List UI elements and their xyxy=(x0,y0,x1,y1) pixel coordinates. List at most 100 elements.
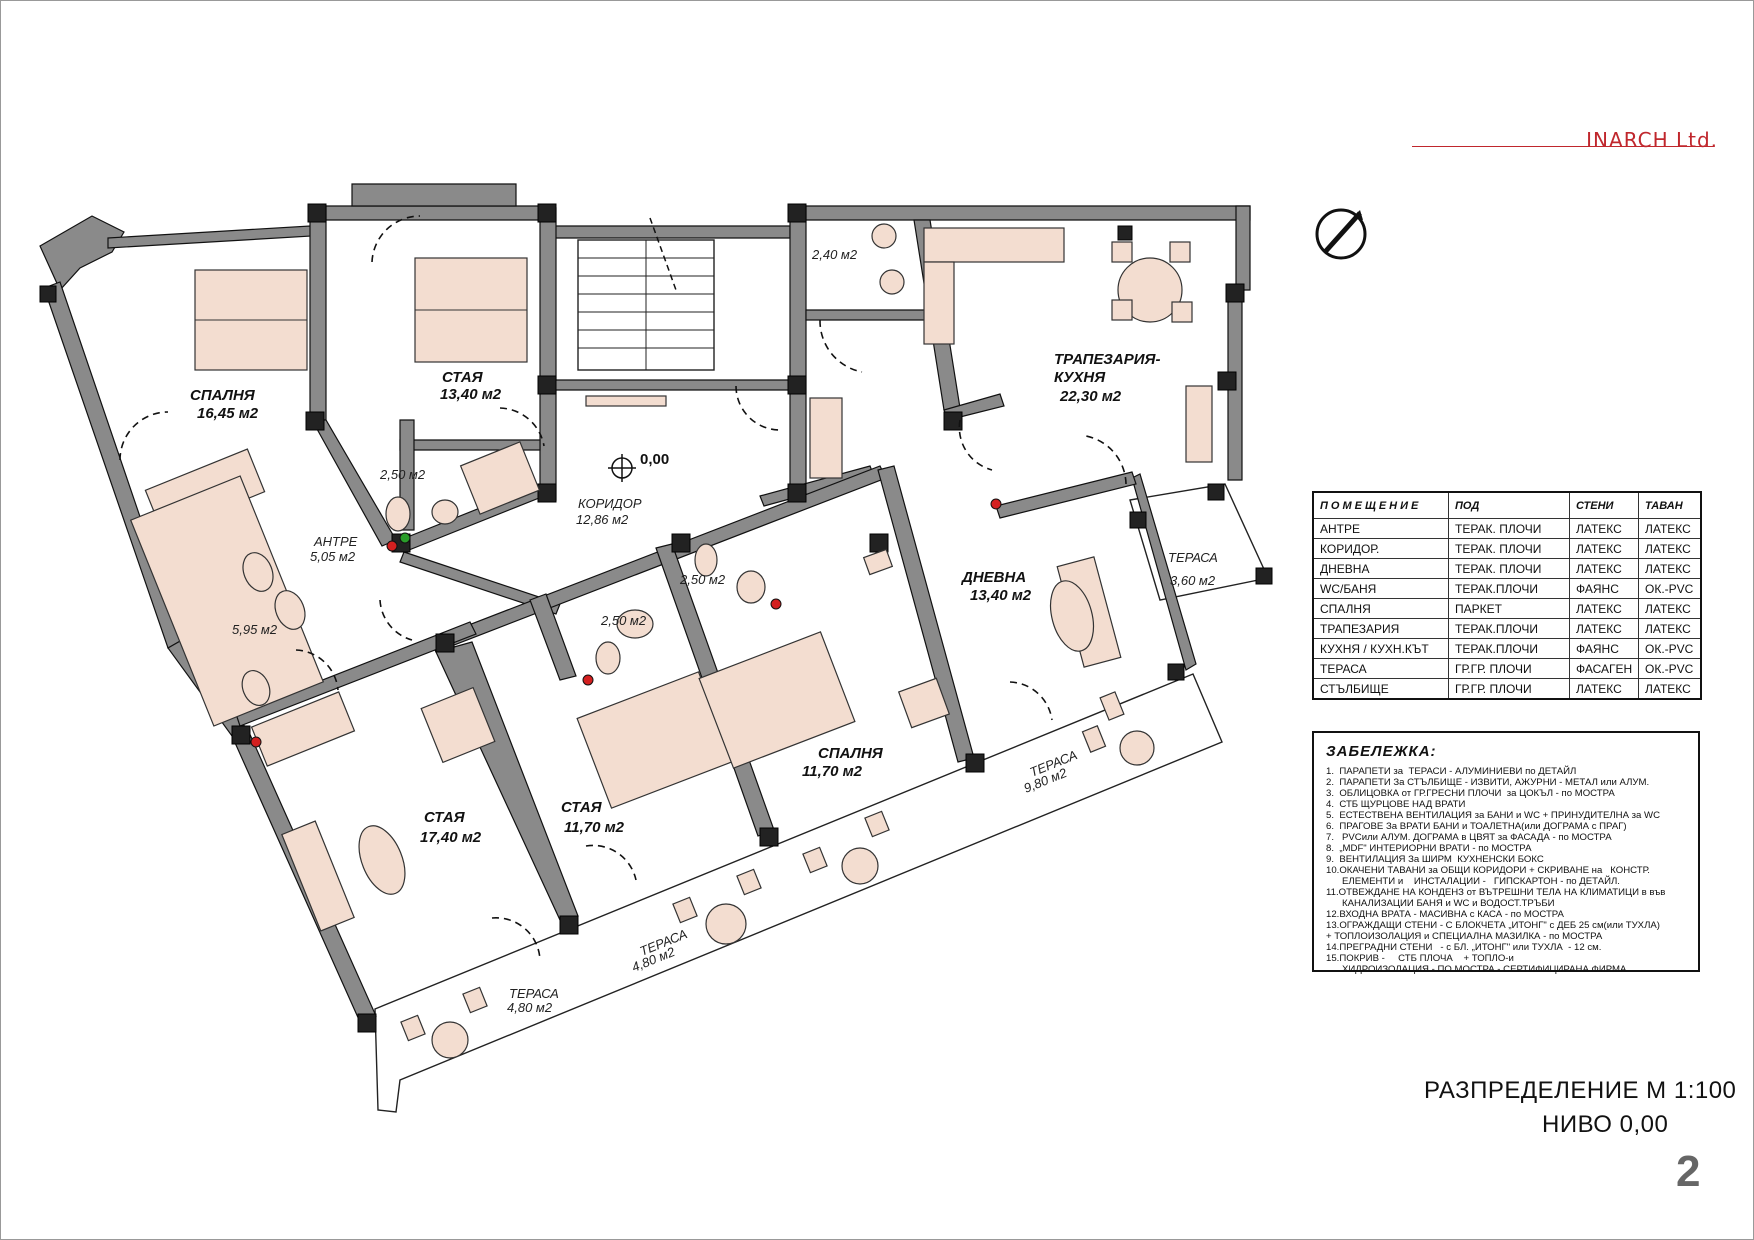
notes-title: ЗАБЕЛЕЖКА: xyxy=(1326,743,1437,760)
finish-table-cell: ЛАТЕКС xyxy=(1638,618,1702,639)
finish-table-cell: ЛАТЕКС xyxy=(1638,678,1702,700)
finish-table-cell: ОК.-PVC xyxy=(1638,578,1702,599)
room-label-trapezaria-name: ТРАПЕЗАРИЯ- xyxy=(1054,351,1160,368)
north-arrow-icon xyxy=(1315,208,1367,260)
finish-table-cell: ЛАТЕКС xyxy=(1638,518,1702,539)
finish-table-cell: ЛАТЕКС xyxy=(1569,618,1639,639)
level-marker-value: 0,00 xyxy=(640,451,669,468)
staircase xyxy=(577,217,715,371)
finish-table-cell: ФАЯНС xyxy=(1569,578,1639,599)
finish-table-header: СТЕНИ xyxy=(1569,491,1639,519)
finish-table-cell: ЛАТЕКС xyxy=(1569,678,1639,700)
room-label-terasa4-name: ТЕРАСА xyxy=(509,986,559,1001)
note-item: 15.ПОКРИВ - СТБ ПЛОЧА + ТОПЛО-и xyxy=(1326,953,1514,964)
room-label-antre-name: АНТРЕ xyxy=(313,534,358,549)
room-label-spalnya2-name: СПАЛНЯ xyxy=(818,745,884,762)
finish-table-cell: КОРИДОР. xyxy=(1312,538,1449,559)
room-label-trapezaria-name2: КУХНЯ xyxy=(1054,369,1106,386)
note-item: 8. „MDF" ИНТЕРИОРНИ ВРАТИ - по МОСТРА xyxy=(1326,843,1532,854)
finish-table-cell: ДНЕВНА xyxy=(1312,558,1449,579)
finish-table-cell: ТЕРАК. ПЛОЧИ xyxy=(1448,558,1570,579)
finish-table-cell: ЛАТЕКС xyxy=(1638,538,1702,559)
finish-table-cell: СТЪЛБИЩЕ xyxy=(1312,678,1449,700)
note-item: 12.ВХОДНА ВРАТА - МАСИВНА с КАСА - по МО… xyxy=(1326,909,1564,920)
note-item: 9. ВЕНТИЛАЦИЯ За ШИРМ КУХНЕНСКИ БОКС xyxy=(1326,854,1544,865)
note-item: 1. ПАРАПЕТИ за ТЕРАСИ - АЛУМИНИЕВИ по ДЕ… xyxy=(1326,766,1577,777)
installation-markers xyxy=(250,498,1002,748)
finish-table-cell: ЛАТЕКС xyxy=(1638,558,1702,579)
room-label-wc1-area: 2,40 м2 xyxy=(811,247,858,262)
room-label-wc3-area: 2,50 м2 xyxy=(600,613,647,628)
finish-table-cell: ЛАТЕКС xyxy=(1569,558,1639,579)
terrace-furniture xyxy=(400,691,1155,1059)
finish-table-cell: ТЕРАК.ПЛОЧИ xyxy=(1448,638,1570,659)
room-label-terasa1-area: 3,60 м2 xyxy=(1170,573,1216,588)
finish-table-cell: ОК.-PVC xyxy=(1638,638,1702,659)
finish-table-header: ПОД xyxy=(1448,491,1570,519)
finish-table-cell: ФАЯНС xyxy=(1569,638,1639,659)
note-item: 3. ОБЛИЦОВКА от ГР.ГРЕСНИ ПЛОЧИ за ЦОКЪЛ… xyxy=(1326,788,1615,799)
logo-underline xyxy=(1412,146,1714,147)
note-item: 10.ОКАЧЕНИ ТАВАНИ за ОБЩИ КОРИДОРИ + СКР… xyxy=(1326,865,1650,876)
finish-table-header: ПОМЕЩЕНИЕ xyxy=(1312,491,1449,519)
room-label-bath2-area: 2,50 м2 xyxy=(379,467,426,482)
note-item: 7. PVCили АЛУМ. ДОГРАМА в ЦВЯТ за ФАСАДА… xyxy=(1326,832,1612,843)
finish-table-cell: ЛАТЕКС xyxy=(1569,538,1639,559)
columns xyxy=(39,203,1273,1033)
finish-table-cell: ТЕРАК. ПЛОЧИ xyxy=(1448,518,1570,539)
note-item: 5. ЕСТЕСТВЕНА ВЕНТИЛАЦИЯ за БАНИ и WC + … xyxy=(1326,810,1661,821)
finish-table-cell: ТЕРАК. ПЛОЧИ xyxy=(1448,538,1570,559)
door-swings xyxy=(119,215,1127,961)
finish-table-cell: ТРАПЕЗАРИЯ xyxy=(1312,618,1449,639)
room-label-dnevna-name: ДНЕВНА xyxy=(960,569,1026,586)
finish-table-cell: АНТРЕ xyxy=(1312,518,1449,539)
finish-table-header-row: ПОМЕЩЕНИЕ ПОД СТЕНИ ТАВАН xyxy=(1312,491,1702,519)
room-label-koridor-area: 12,86 м2 xyxy=(576,512,629,527)
sanitary-fixtures xyxy=(129,223,905,727)
terrace-south xyxy=(374,673,1223,1113)
finish-table-cell: СПАЛНЯ xyxy=(1312,598,1449,619)
furniture xyxy=(144,227,1213,932)
room-label-dnevna-area: 13,40 м2 xyxy=(970,587,1032,604)
finish-table-header: ТАВАН xyxy=(1638,491,1702,519)
finish-table-cell: ТЕРАСА xyxy=(1312,658,1449,679)
note-item: ЕЛЕМЕНТИ и ИНСТАЛАЦИИ - ГИПСКАРТОН - по … xyxy=(1326,876,1620,887)
room-label-staya2-area: 11,70 м2 xyxy=(564,819,625,836)
finish-table-cell: ФАСАГЕН xyxy=(1569,658,1639,679)
room-label-spalnya1-name: СПАЛНЯ xyxy=(190,387,256,404)
room-label-trapezaria-area: 22,30 м2 xyxy=(1059,388,1122,405)
notes-box: ЗАБЕЛЕЖКА: 1. ПАРАПЕТИ за ТЕРАСИ - АЛУМИ… xyxy=(1312,731,1700,975)
finish-table-cell: ЛАТЕКС xyxy=(1569,518,1639,539)
finish-table-cell: КУХНЯ / КУХН.КЪТ xyxy=(1312,638,1449,659)
level-marker: 0,00 xyxy=(608,451,669,482)
room-label-staya1-name: СТАЯ xyxy=(442,369,484,386)
note-item: 11.ОТВЕЖДАНЕ НА КОНДЕНЗ от ВЪТРЕШНИ ТЕЛА… xyxy=(1326,887,1666,898)
room-label-staya2-name: СТАЯ xyxy=(561,799,603,816)
room-label-antre-area: 5,05 м2 xyxy=(310,549,356,564)
beds xyxy=(194,257,856,809)
note-item: + ТОПЛОИЗОЛАЦИЯ и СПЕЦИАЛНА МАЗИЛКА - по… xyxy=(1326,931,1603,942)
finish-table-cell: ОК.-PVC xyxy=(1638,658,1702,679)
room-label-staya3-name: СТАЯ xyxy=(424,809,466,826)
drawing-title: РАЗПРЕДЕЛЕНИЕ М 1:100 xyxy=(1424,1077,1737,1104)
notes-list: 1. ПАРАПЕТИ за ТЕРАСИ - АЛУМИНИЕВИ по ДЕ… xyxy=(1326,766,1698,975)
sheet-number: 2 xyxy=(1676,1147,1701,1196)
note-item: 4. СТБ ЩУРЦОВЕ НАД ВРАТИ xyxy=(1326,799,1466,810)
room-label-koridor-name: КОРИДОР xyxy=(578,496,642,511)
note-item: ХИДРОИЗОЛАЦИЯ - ПО МОСТРА - СЕРТИФИЦИРАН… xyxy=(1326,964,1627,975)
note-item: 6. ПРАГОВЕ За ВРАТИ БАНИ и ТОАЛЕТНА(или … xyxy=(1326,821,1627,832)
company-logo: INARCH Ltd. xyxy=(1586,128,1718,152)
note-item: 14.ПРЕГРАДНИ СТЕНИ - с БЛ. „ИТОНГ" или Т… xyxy=(1326,942,1602,953)
note-item: КАНАЛИЗАЦИИ БАНЯ и WC и ВОДОСТ.ТРЪБИ xyxy=(1326,898,1555,909)
drawing-level: НИВО 0,00 xyxy=(1542,1111,1669,1138)
room-label-bath1-area: 5,95 м2 xyxy=(232,622,278,637)
room-label-spalnya1-area: 16,45 м2 xyxy=(197,405,259,422)
